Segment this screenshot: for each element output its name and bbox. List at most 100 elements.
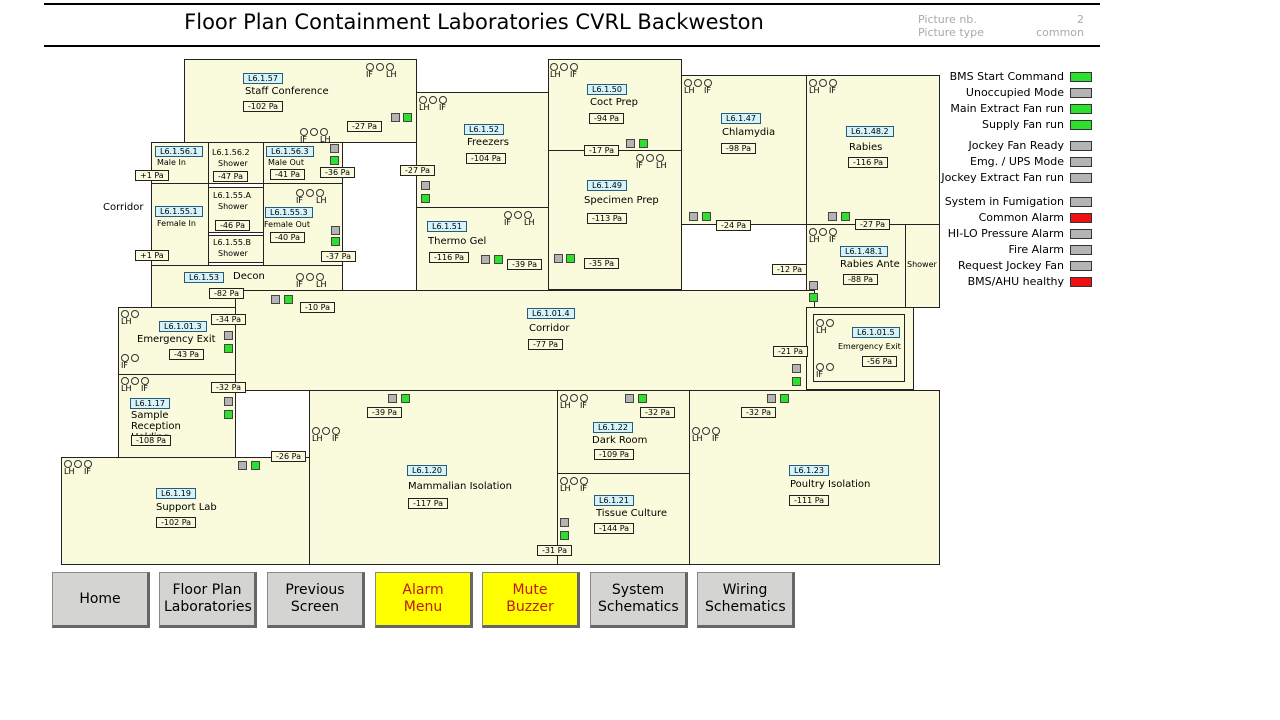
room-id-tag: L6.1.52 xyxy=(464,124,504,135)
indicator-circle-icon xyxy=(826,319,834,327)
status-label: System in Fumigation xyxy=(944,195,1064,208)
indicator-circle-icon xyxy=(306,273,314,281)
wiring-schematics-button[interactable]: Wiring Schematics xyxy=(697,572,795,628)
system-schematics-button[interactable]: System Schematics xyxy=(590,572,688,628)
door-status-square xyxy=(421,194,430,203)
status-label: Emg. / UPS Mode xyxy=(970,155,1064,168)
room-pressure: -104 Pa xyxy=(466,153,507,164)
room-shower-right[interactable] xyxy=(905,224,940,308)
previous-screen-button[interactable]: Previous Screen xyxy=(267,572,365,628)
indicator-circle-icon xyxy=(524,211,532,219)
status-label: Common Alarm xyxy=(978,211,1064,224)
indicator-circle-icon xyxy=(306,189,314,197)
room-emergency-exit-right[interactable] xyxy=(806,307,914,390)
door-pressure: -32 Pa xyxy=(640,407,675,418)
floor-plan-laboratories-button[interactable]: Floor Plan Laboratories xyxy=(159,572,257,628)
door-status-square xyxy=(403,113,412,122)
door-status-square xyxy=(792,377,801,386)
room-mammalian-isolation[interactable] xyxy=(309,390,558,565)
indicator-circle-icon xyxy=(131,377,139,385)
indicator-circle-icon xyxy=(816,319,824,327)
indicator-circle-icon xyxy=(819,79,827,87)
status-indicator xyxy=(1070,120,1092,130)
room-id-label: L6.1.55.B xyxy=(213,238,251,247)
door-status-square xyxy=(809,281,818,290)
status-indicator xyxy=(1070,157,1092,167)
door-status-square xyxy=(284,295,293,304)
status-row: Supply Fan run xyxy=(942,118,1092,132)
room-id-tag: L6.1.51 xyxy=(427,221,467,232)
indicator-circle-icon xyxy=(141,377,149,385)
header-top-rule xyxy=(44,3,1100,5)
room-freezers[interactable] xyxy=(416,92,549,208)
alarm-menu-button[interactable]: Alarm Menu xyxy=(375,572,473,628)
door-pressure: -24 Pa xyxy=(716,220,751,231)
room-pressure: -47 Pa xyxy=(213,171,248,182)
home-button[interactable]: Home xyxy=(52,572,150,628)
door-status-square xyxy=(481,255,490,264)
room-pressure: -116 Pa xyxy=(429,252,470,263)
room-name: Rabies Ante xyxy=(840,259,900,270)
picture-info-labels: Picture nb. Picture type xyxy=(918,13,984,39)
room-id-tag: L6.1.56.1 xyxy=(155,146,203,157)
indicator-circle-icon xyxy=(296,189,304,197)
room-id-tag: L6.1.21 xyxy=(594,495,634,506)
room-emergency-exit-left[interactable] xyxy=(118,307,236,375)
room-pressure: -43 Pa xyxy=(169,349,204,360)
room-id-tag: L6.1.50 xyxy=(587,84,627,95)
room-id-label: L6.1.55.A xyxy=(213,191,251,200)
status-indicator xyxy=(1070,229,1092,239)
indicator-circle-icon xyxy=(121,310,129,318)
room-poultry-isolation[interactable] xyxy=(689,390,940,565)
door-status-square xyxy=(639,139,648,148)
room-pressure: -46 Pa xyxy=(215,220,250,231)
room-name: Support Lab xyxy=(156,502,217,513)
room-name: Shower xyxy=(218,202,248,211)
door-pressure: -21 Pa xyxy=(773,346,808,357)
door-pressure: -32 Pa xyxy=(741,407,776,418)
room-name: Rabies xyxy=(849,142,883,153)
indicator-circle-icon xyxy=(636,154,644,162)
system-schematics-label: System Schematics xyxy=(598,582,679,615)
door-status-square xyxy=(702,212,711,221)
door-pressure: -34 Pa xyxy=(211,314,246,325)
room-id-tag: L6.1.19 xyxy=(156,488,196,499)
indicator-circle-icon xyxy=(570,477,578,485)
indicator-circle-icon xyxy=(121,377,129,385)
status-row: Jockey Extract Fan run xyxy=(941,171,1092,185)
status-row: Unoccupied Mode xyxy=(942,86,1092,100)
room-tissue-culture[interactable] xyxy=(557,473,690,565)
door-status-square xyxy=(792,364,801,373)
room-support-lab[interactable] xyxy=(61,457,310,565)
indicator-circle-icon xyxy=(580,477,588,485)
door-status-square xyxy=(224,410,233,419)
indicator-circle-icon xyxy=(131,354,139,362)
indicator-circle-icon xyxy=(809,79,817,87)
room-rabies[interactable] xyxy=(806,75,940,225)
door-pressure: -35 Pa xyxy=(584,258,619,269)
mute-buzzer-button[interactable]: Mute Buzzer xyxy=(482,572,580,628)
status-indicator xyxy=(1070,72,1092,82)
status-row: Main Extract Fan run xyxy=(942,102,1092,116)
status-row: Emg. / UPS Mode xyxy=(942,155,1092,169)
door-pressure: +1 Pa xyxy=(135,170,169,181)
door-pressure: -12 Pa xyxy=(772,264,807,275)
room-name: Mammalian Isolation xyxy=(408,481,512,492)
indicator-circle-icon xyxy=(580,394,588,402)
indicator-circle-icon xyxy=(829,228,837,236)
door-status-square xyxy=(224,397,233,406)
indicator-circle-icon xyxy=(712,427,720,435)
room-id-tag: L6.1.48.2 xyxy=(846,126,894,137)
indicator-circle-icon xyxy=(439,96,447,104)
room-pressure: -77 Pa xyxy=(528,339,563,350)
door-status-square xyxy=(626,139,635,148)
indicator-circle-icon xyxy=(300,128,308,136)
door-pressure: -37 Pa xyxy=(321,251,356,262)
indicator-circle-icon xyxy=(692,427,700,435)
